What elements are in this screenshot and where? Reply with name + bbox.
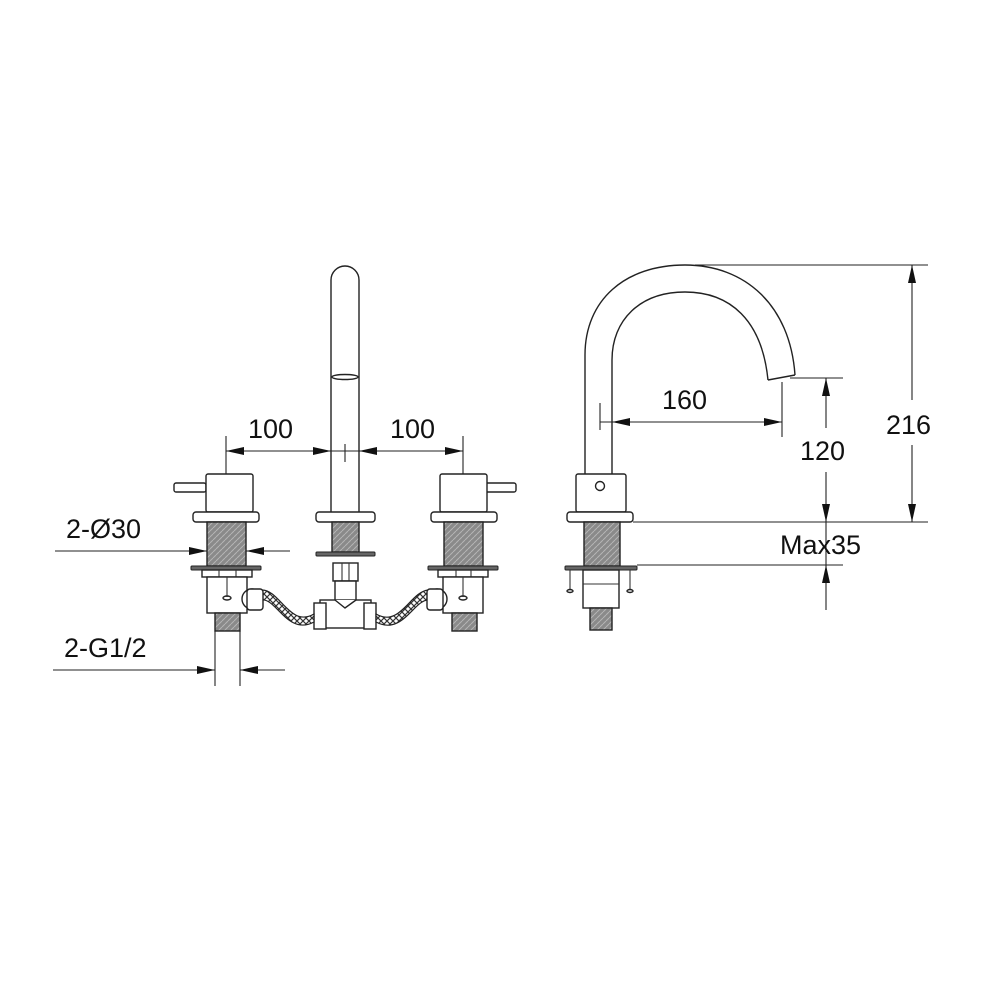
dimension-spacing: [225, 436, 464, 474]
spout-front: [315, 265, 376, 609]
dim-spout-reach: 160: [662, 385, 707, 415]
dim-inlet-thread: 2-G1/2: [64, 633, 147, 663]
dim-handle-diameter: 2-Ø30: [66, 514, 141, 544]
dim-max-deck-thickness: Max35: [780, 530, 861, 560]
side-view: 160 120 216 Max35: [564, 264, 931, 631]
dimension-deck-thickness: [822, 522, 830, 610]
front-view: 100 100 2-Ø30 2-G1/2: [53, 265, 517, 686]
dimension-height: [908, 265, 916, 522]
spout-side: [584, 264, 796, 474]
dim-right-spacing: 100: [390, 414, 435, 444]
dimension-clearance: [822, 378, 830, 522]
dimension-diameter: [55, 547, 290, 555]
right-valve: [426, 473, 517, 632]
hose-right: [375, 589, 429, 626]
dim-left-spacing: 100: [248, 414, 293, 444]
dimension-reach: [599, 382, 783, 437]
t-connector: [313, 599, 377, 630]
side-body: [564, 473, 638, 631]
hose-left: [261, 589, 315, 626]
left-valve: [173, 473, 264, 632]
dim-total-height: 216: [886, 410, 931, 440]
dimension-thread: [53, 631, 285, 686]
dim-spout-clearance: 120: [800, 436, 845, 466]
